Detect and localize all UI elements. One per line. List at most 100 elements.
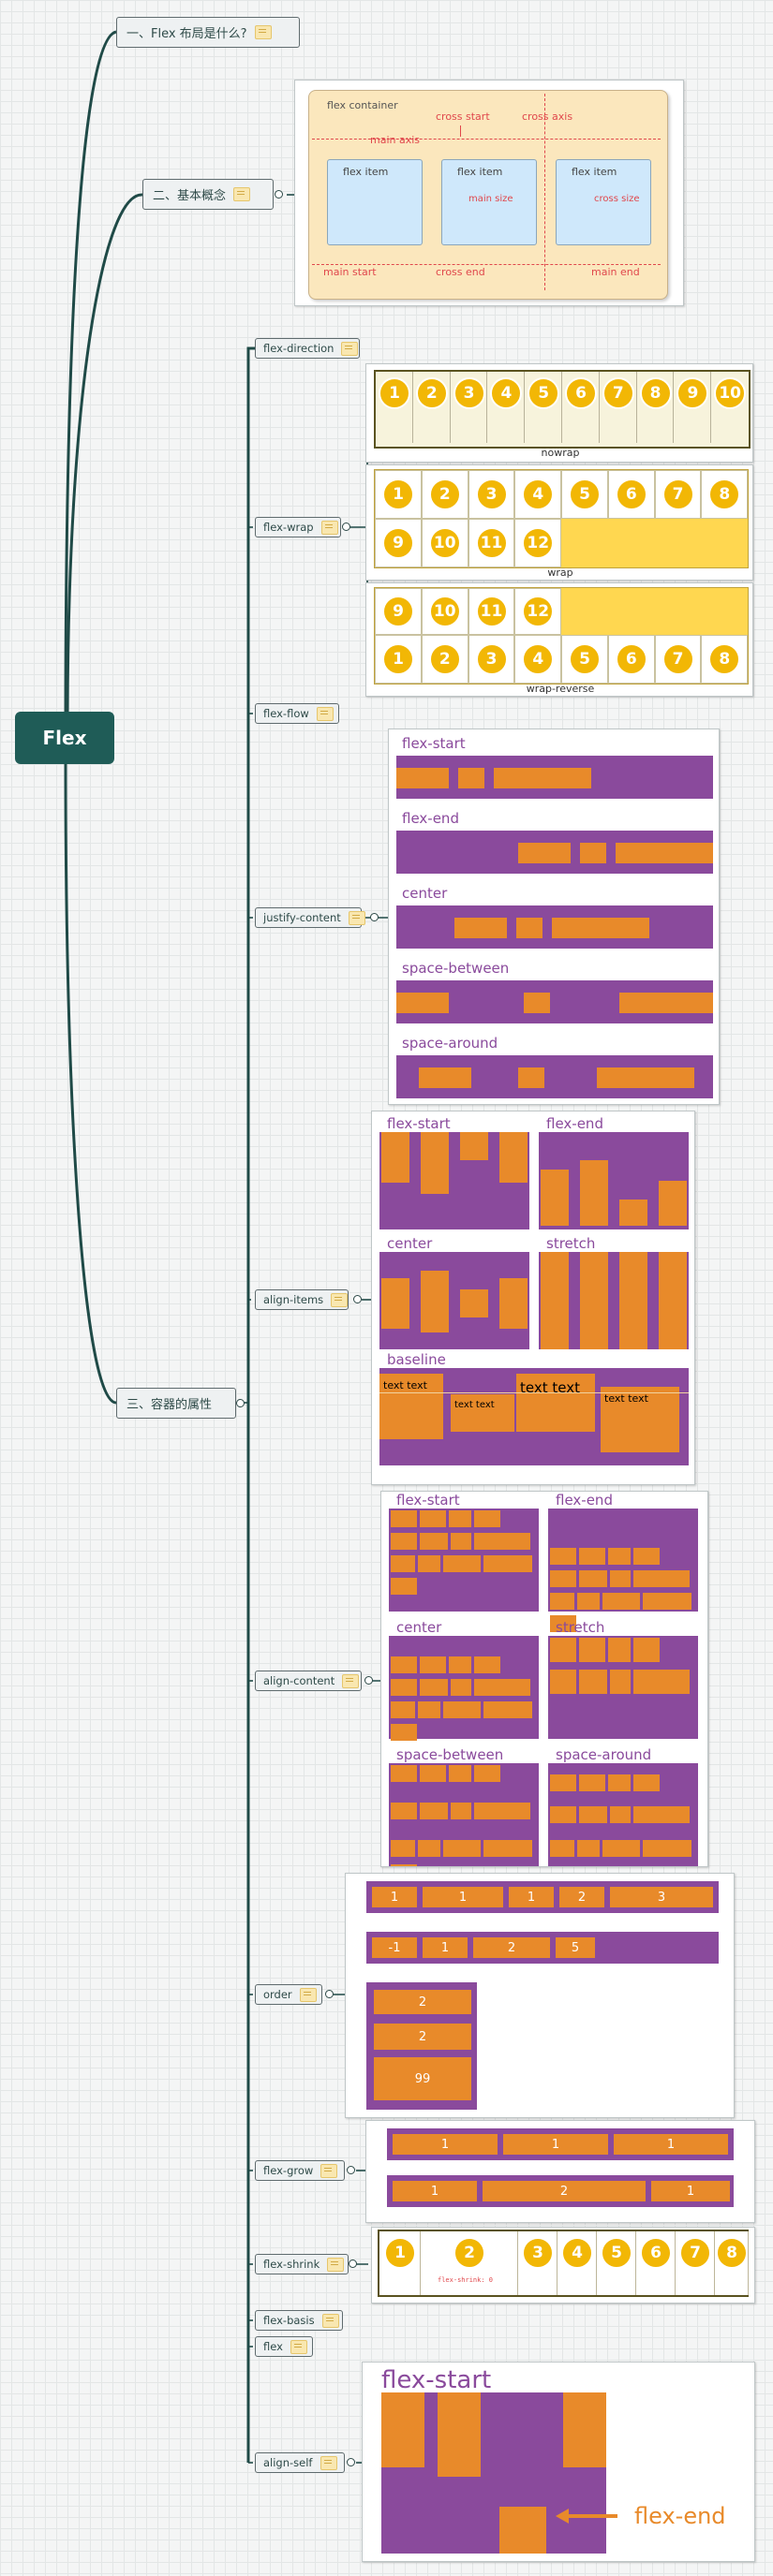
flex-item-circle: 6 (615, 643, 647, 675)
align-content-item (418, 1701, 440, 1718)
flex-item-circle: 7 (602, 377, 634, 409)
collapse-knob[interactable] (347, 2458, 355, 2466)
align-content-item (443, 1701, 481, 1718)
node-flex-basis[interactable]: flex-basis (255, 2310, 343, 2331)
align-content-label: stretch (556, 1619, 605, 1636)
cross-size-label: cross size (594, 194, 640, 204)
align-items-item (460, 1132, 488, 1160)
wrap-cell: 10 (421, 588, 468, 635)
node-order[interactable]: order (255, 1984, 322, 2005)
align-content-item (449, 1656, 471, 1673)
node-label: flex-shrink (263, 2258, 320, 2271)
shrink-cell: 4 (557, 2231, 597, 2295)
shrink-cell: 7 (676, 2231, 715, 2295)
justify-item (419, 1067, 471, 1088)
align-content-item (608, 1774, 631, 1791)
nowrap-cell: 4 (487, 372, 526, 443)
node-container-properties[interactable]: 三、容器的属性 (116, 1388, 236, 1419)
justify-item (580, 843, 606, 863)
node-justify-content[interactable]: justify-content (255, 907, 365, 928)
flex-item-3: flex item cross size (556, 159, 651, 245)
align-content-item (474, 1803, 530, 1819)
collapse-knob[interactable] (347, 2166, 355, 2174)
flex-item-circle: 12 (522, 527, 555, 559)
collapse-knob[interactable] (275, 190, 283, 199)
main-start-label: main start (323, 266, 377, 278)
grow-item: 1 (503, 2134, 608, 2155)
align-content-label: center (396, 1619, 442, 1636)
wrap-cell: 6 (607, 470, 655, 519)
align-content-item (420, 1510, 446, 1527)
justify-label: flex-start (402, 735, 466, 752)
align-content-item (579, 1570, 607, 1587)
wrap-cell: 4 (514, 635, 561, 684)
justify-item (518, 1067, 544, 1088)
align-content-item (579, 1806, 607, 1823)
order-item: 1 (372, 1887, 417, 1907)
align-content-item (579, 1670, 607, 1694)
node-flex-flow[interactable]: flex-flow (255, 703, 339, 724)
align-content-item (420, 1765, 446, 1782)
node-label: flex-basis (263, 2314, 315, 2327)
node-align-items[interactable]: align-items (255, 1289, 349, 1310)
collapse-knob[interactable] (342, 523, 350, 531)
node-label: flex-flow (263, 707, 309, 720)
node-flex[interactable]: flex (255, 2336, 313, 2357)
main-axis-label: main axis (370, 134, 421, 146)
main-size-label: main size (468, 194, 513, 204)
justify-item (454, 918, 507, 938)
justify-label: space-around (402, 1035, 498, 1052)
align-items-item (541, 1170, 569, 1226)
node-align-content[interactable]: align-content (255, 1671, 362, 1691)
align-content-item (633, 1570, 690, 1587)
align-content-item (610, 1806, 631, 1823)
justify-item (516, 918, 543, 938)
container-label: flex container (327, 99, 398, 111)
collapse-knob[interactable] (349, 2260, 357, 2268)
flex-item-circle: 5 (601, 2237, 632, 2269)
align-content-item (550, 1615, 576, 1632)
wrap-cell: 1 (375, 470, 422, 519)
align-content-label: space-between (396, 1746, 504, 1763)
align-items-item (499, 1132, 528, 1183)
align-content-item (608, 1548, 631, 1565)
wrap-cell: 2 (421, 470, 468, 519)
grow-item: 1 (393, 2134, 498, 2155)
align-content-item (443, 1840, 481, 1857)
node-flex-shrink[interactable]: flex-shrink (255, 2254, 349, 2274)
collapse-knob[interactable] (325, 1990, 334, 1998)
collapse-knob[interactable] (236, 1399, 245, 1407)
flex-item-circle: 6 (640, 2237, 672, 2269)
root-node[interactable]: Flex (15, 712, 114, 764)
collapse-knob[interactable] (364, 1676, 373, 1685)
align-items-item (421, 1132, 449, 1194)
node-flex-direction[interactable]: flex-direction (255, 338, 360, 359)
align-content-item (577, 1593, 600, 1610)
collapse-knob[interactable] (353, 1295, 362, 1303)
node-flex-wrap[interactable]: flex-wrap (255, 517, 341, 537)
order-item: 1 (509, 1887, 554, 1907)
align-self-end-label: flex-end (634, 2503, 726, 2529)
note-icon (320, 520, 338, 535)
collapse-knob[interactable] (370, 913, 379, 921)
align-items-item (659, 1181, 687, 1226)
note-icon (233, 187, 251, 201)
node-basic-concepts[interactable]: 二、基本概念 (142, 179, 274, 210)
node-what-is-flex[interactable]: 一、Flex 布局是什么? (116, 17, 300, 48)
align-content-item (449, 1765, 471, 1782)
wrap-cell: 1 (375, 635, 422, 684)
wrap-cell: 12 (514, 588, 561, 635)
align-content-item (474, 1765, 500, 1782)
wrap-cell: 11 (468, 588, 515, 635)
node-align-self[interactable]: align-self (255, 2452, 345, 2473)
wrap-cell: 9 (375, 519, 422, 567)
arrow-left-icon (556, 2509, 569, 2524)
align-content-label: flex-start (396, 1492, 460, 1509)
wrap-cell: 4 (514, 470, 561, 519)
align-content-item (483, 1701, 532, 1718)
note-icon (320, 2163, 338, 2178)
node-flex-grow[interactable]: flex-grow (255, 2160, 345, 2181)
